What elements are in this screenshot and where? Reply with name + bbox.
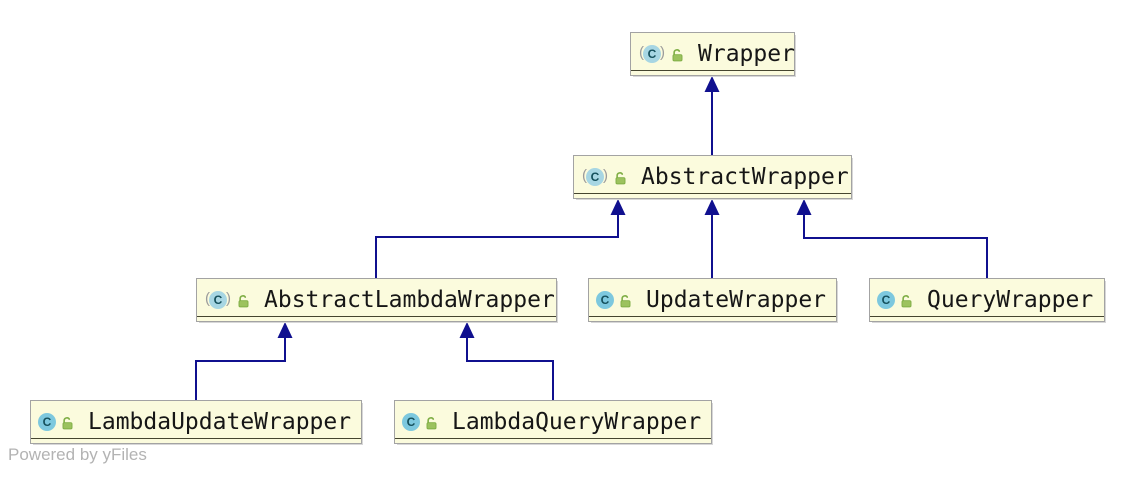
class-circle-icon: C: [877, 291, 895, 309]
edge-lambdaupdatewrapper-extends-abstractlambdawrapper: [195, 322, 293, 400]
edge-lambdaquerywrapper-extends-abstractlambdawrapper: [459, 322, 554, 400]
class-name-label: Wrapper: [698, 41, 795, 67]
class-node-updatewrapper[interactable]: C UpdateWrapper: [588, 278, 837, 322]
unlocked-padlock-icon: [238, 294, 249, 307]
edge-updatewrapper-extends-abstractwrapper: [704, 199, 720, 278]
class-circle-icon: C: [643, 45, 661, 63]
abstract-paren-right: ): [603, 167, 608, 184]
class-icon: ( C ): [639, 44, 665, 63]
unlocked-padlock-icon: [615, 171, 626, 184]
class-icon: C: [877, 291, 895, 309]
edge-querywrapper-extends-abstractwrapper: [796, 199, 988, 278]
class-node-querywrapper[interactable]: C QueryWrapper: [869, 278, 1105, 322]
class-node-abstractlambdawrapper[interactable]: ( C ) AbstractLambdaWrapper: [196, 278, 557, 322]
class-node-wrapper[interactable]: ( C ) Wrapper: [630, 32, 795, 76]
class-icon: ( C ): [205, 290, 231, 309]
class-name-label: UpdateWrapper: [646, 287, 827, 313]
class-name-label: QueryWrapper: [927, 287, 1094, 313]
class-icon: C: [402, 413, 420, 431]
class-name-label: AbstractLambdaWrapper: [264, 287, 555, 313]
abstract-paren-left: (: [639, 44, 644, 61]
class-node-abstractwrapper[interactable]: ( C ) AbstractWrapper: [573, 155, 852, 199]
unlocked-padlock-icon: [62, 416, 73, 429]
unlocked-padlock-icon: [620, 294, 631, 307]
unlocked-padlock-icon: [672, 48, 683, 61]
class-icon: C: [596, 291, 614, 309]
class-icon: C: [38, 413, 56, 431]
class-circle-icon: C: [596, 291, 614, 309]
class-circle-icon: C: [586, 168, 604, 186]
class-circle-icon: C: [209, 291, 227, 309]
yfiles-watermark: Powered by yFiles: [8, 445, 147, 464]
class-name-label: LambdaQueryWrapper: [452, 409, 702, 435]
abstract-paren-left: (: [205, 290, 210, 307]
abstract-paren-right: ): [226, 290, 231, 307]
unlocked-padlock-icon: [426, 416, 437, 429]
edge-abstractlambdawrapper-extends-abstractwrapper: [375, 199, 626, 278]
abstract-paren-left: (: [582, 167, 587, 184]
class-name-label: AbstractWrapper: [641, 164, 849, 190]
edge-abstractwrapper-extends-wrapper: [704, 76, 720, 155]
class-circle-icon: C: [402, 413, 420, 431]
class-icon: ( C ): [582, 167, 608, 186]
unlocked-padlock-icon: [901, 294, 912, 307]
class-node-lambdaquerywrapper[interactable]: C LambdaQueryWrapper: [394, 400, 712, 444]
class-name-label: LambdaUpdateWrapper: [88, 409, 352, 435]
abstract-paren-right: ): [660, 44, 665, 61]
class-circle-icon: C: [38, 413, 56, 431]
class-node-lambdaupdatewrapper[interactable]: C LambdaUpdateWrapper: [30, 400, 362, 444]
